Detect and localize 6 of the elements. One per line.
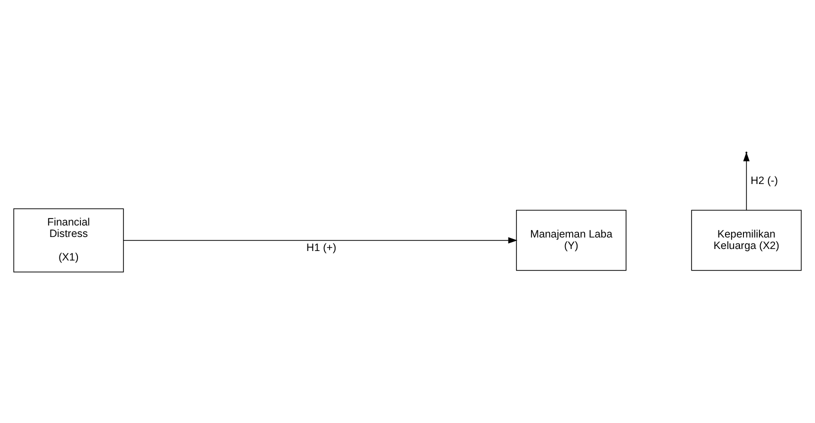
node-box: Financial Distress (X1) — [13, 208, 124, 272]
node-box: Kepemilikan Keluarga (X2) — [691, 209, 802, 270]
node-box: Manajeman Laba (Y) — [516, 209, 626, 270]
edge-label: H2 (-) — [750, 174, 778, 186]
arrow — [123, 236, 518, 244]
edge-label: H1 (+) — [306, 242, 336, 254]
